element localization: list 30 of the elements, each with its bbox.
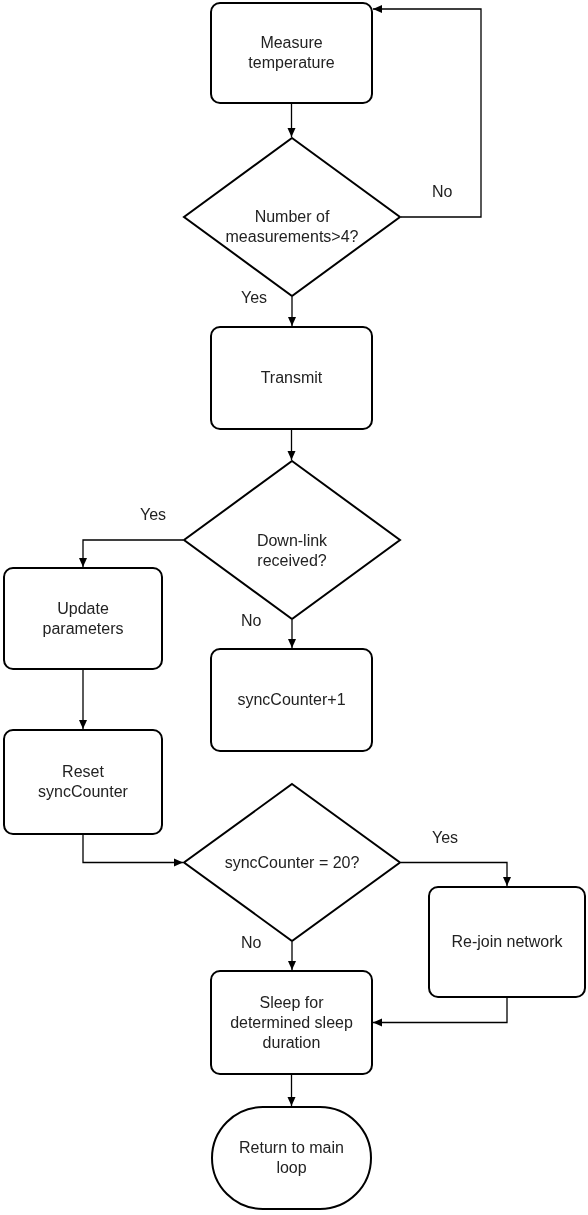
arrow <box>372 4 482 218</box>
node-label: Transmit <box>260 368 323 388</box>
arrow <box>287 296 297 327</box>
node-label: syncCounter+1 <box>237 690 346 710</box>
arrow <box>287 429 296 461</box>
node-label: Measure temperature <box>247 33 336 73</box>
node-label: Sleep for determined sleep duration <box>229 992 354 1053</box>
arrow <box>287 103 296 138</box>
arrow <box>287 941 297 971</box>
arrow <box>78 539 184 568</box>
node-label: Update parameters <box>41 598 125 639</box>
arrow <box>82 834 184 867</box>
process-box <box>210 326 373 430</box>
process-box <box>210 648 373 752</box>
process-box <box>3 567 163 670</box>
arrow <box>400 861 512 887</box>
process-box <box>3 729 163 835</box>
process-box <box>210 2 373 104</box>
process-box <box>428 886 586 998</box>
arrow <box>78 669 88 730</box>
node-label: syncCounter = 20? <box>224 852 360 873</box>
node-label: Number of measurements>4? <box>224 207 360 247</box>
arrow <box>372 997 508 1027</box>
node-label: Reset syncCounter <box>37 762 129 802</box>
arrow <box>287 619 297 649</box>
node-label: Down-link received? <box>255 531 329 571</box>
node-label: Re-join network <box>451 932 563 952</box>
node-label: Return to main loop <box>238 1138 345 1178</box>
process-box <box>210 970 373 1075</box>
arrow <box>287 1074 296 1107</box>
